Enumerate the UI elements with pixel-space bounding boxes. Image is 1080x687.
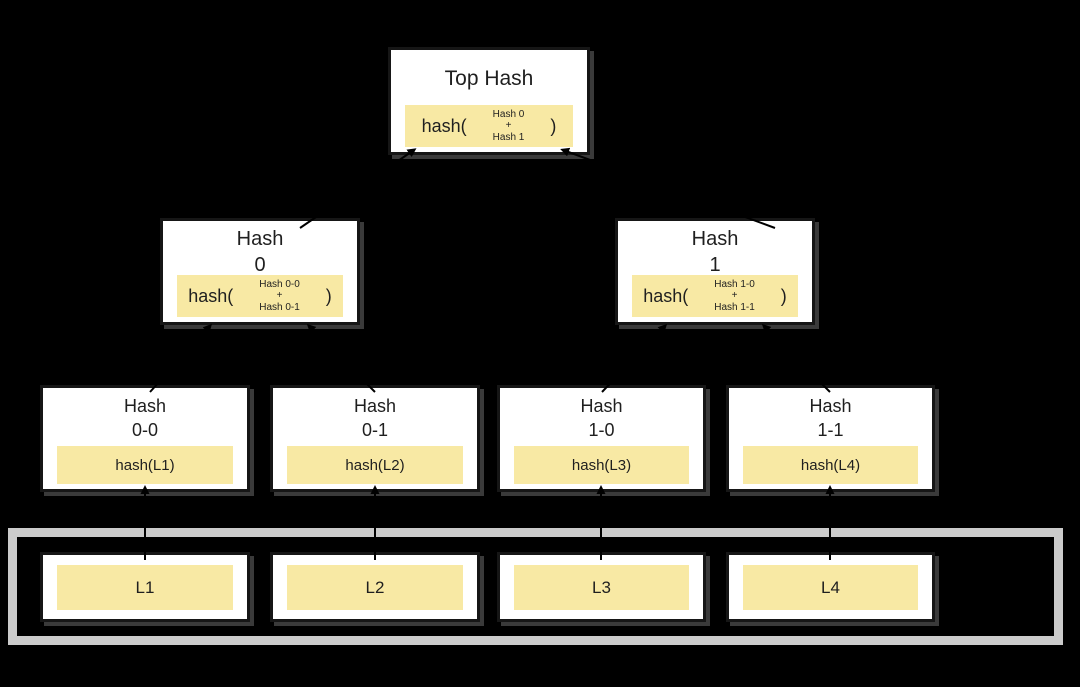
title-line: Hash <box>353 396 397 416</box>
title-line: Hash <box>123 396 167 416</box>
title-line: 1-1 <box>817 420 844 441</box>
hash-call-open: hash( <box>188 285 234 306</box>
node-data-block-l2: L2 <box>270 552 480 622</box>
title-line: Hash <box>691 228 739 250</box>
arrow-hash11-to-hash1 <box>761 323 831 393</box>
hash-arg: Hash 1 <box>492 131 525 143</box>
data-block-label: L1 <box>57 565 233 610</box>
hash-call-open: hash( <box>421 115 467 136</box>
title-line: 1 <box>709 254 721 276</box>
title-line: Hash <box>236 228 284 250</box>
title-line: 0-0 <box>131 420 158 441</box>
hash-args: Hash 0 + Hash 1 <box>493 109 525 143</box>
node-hash-1-1: Hash 1-1 hash(L4) <box>726 385 935 492</box>
hash-call-close: ) <box>550 115 557 136</box>
arrow-hash00-to-hash0 <box>149 323 213 393</box>
title-line: Hash <box>809 396 852 416</box>
hash-band: hash( Hash 0-0 + Hash 0-1 ) <box>177 275 343 317</box>
hash-band: hash(L4) <box>743 446 918 484</box>
plus-operator: + <box>276 290 283 302</box>
node-title: Top Hash <box>444 67 534 90</box>
arrow-hash10-to-hash1 <box>601 323 668 393</box>
node-data-block-l3: L3 <box>497 552 706 622</box>
node-title: Hash 0-1 <box>273 394 477 443</box>
arrow-hash01-to-hash0 <box>306 323 376 393</box>
node-data-block-l4: L4 <box>726 552 935 622</box>
hash-band: hash(L2) <box>287 446 463 484</box>
hash-band: hash(L1) <box>57 446 233 484</box>
title-line: 0 <box>254 254 266 276</box>
data-block-label: L3 <box>514 565 689 610</box>
node-top-hash: Top Hash hash( Hash 0 + Hash 1 ) <box>388 47 590 155</box>
node-data-block-l1: L1 <box>40 552 250 622</box>
plus-operator: + <box>505 120 512 132</box>
data-block-label: L4 <box>743 565 918 610</box>
node-title: Hash 0 <box>163 226 357 278</box>
node-title: Hash 1 <box>618 226 812 278</box>
hash-band: hash( Hash 1-0 + Hash 1-1 ) <box>632 275 798 317</box>
node-hash-1-0: Hash 1-0 hash(L3) <box>497 385 706 492</box>
hash-call-close: ) <box>780 285 787 306</box>
node-hash-0-0: Hash 0-0 hash(L1) <box>40 385 250 492</box>
hash-args: Hash 1-0 + Hash 1-1 <box>714 279 755 313</box>
hash-arg: Hash 0-0 <box>259 279 300 291</box>
title-line: 0-1 <box>361 420 388 441</box>
hash-call-open: hash( <box>643 285 689 306</box>
arrow-hash1-to-tophash <box>560 147 776 229</box>
node-hash-0: Hash 0 hash( Hash 0-0 + Hash 0-1 ) <box>160 218 360 325</box>
hash-args: Hash 0-0 + Hash 0-1 <box>259 279 300 313</box>
title-line: Hash <box>580 396 623 416</box>
hash-arg: Hash 1-1 <box>714 301 755 313</box>
node-title: Hash 1-1 <box>729 394 932 443</box>
hash-arg: Hash 0 <box>492 109 525 121</box>
hash-arg: Hash 1-0 <box>714 279 755 291</box>
hash-call-close: ) <box>325 285 332 306</box>
hash-band: hash( Hash 0 + Hash 1 ) <box>405 105 573 147</box>
hash-arg: Hash 0-1 <box>259 301 300 313</box>
node-hash-1: Hash 1 hash( Hash 1-0 + Hash 1-1 ) <box>615 218 815 325</box>
node-title: Hash 1-0 <box>500 394 703 443</box>
node-hash-0-1: Hash 0-1 hash(L2) <box>270 385 480 492</box>
title-line: 1-0 <box>588 420 615 441</box>
hash-band: hash(L3) <box>514 446 689 484</box>
node-title: Hash 0-0 <box>43 394 247 443</box>
data-blocks-frame <box>8 528 1063 645</box>
plus-operator: + <box>731 290 738 302</box>
data-block-label: L2 <box>287 565 463 610</box>
arrow-hash0-to-tophash <box>299 148 417 229</box>
